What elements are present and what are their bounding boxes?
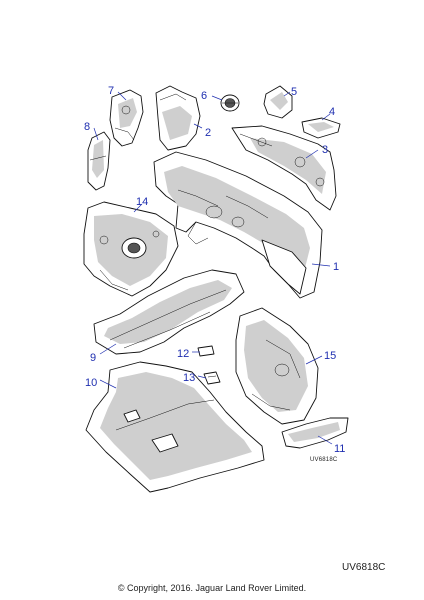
- diagram-reference-small: UV6818C: [310, 457, 338, 463]
- diagram-reference: UV6818C: [342, 562, 386, 573]
- callout-13: 13: [183, 372, 195, 384]
- part-7-bracket: [109, 89, 144, 147]
- callout-15: 15: [324, 350, 336, 362]
- part-1-dash-insulator: [153, 151, 323, 299]
- callout-14: 14: [136, 196, 148, 208]
- part-12-clip: [197, 345, 215, 357]
- part-13-clip: [203, 371, 221, 385]
- callout-10: 10: [85, 377, 97, 389]
- part-14-panel: [83, 201, 179, 297]
- callout-2: 2: [205, 127, 211, 139]
- part-15-block: [235, 307, 319, 425]
- part-6-grommet: [220, 94, 240, 112]
- callout-1: 1: [333, 261, 339, 273]
- callout-7: 7: [108, 85, 114, 97]
- part-5-cap: [263, 85, 293, 119]
- part-10-floor-carpet: [85, 361, 265, 493]
- part-2-pad: [155, 85, 201, 151]
- callout-3: 3: [322, 144, 328, 156]
- callout-4: 4: [329, 106, 335, 118]
- copyright-notice: © Copyright, 2016. Jaguar Land Rover Lim…: [117, 583, 307, 593]
- part-11-sill-pad: [281, 417, 349, 449]
- callout-leaders: [93, 91, 333, 445]
- callout-11: 11: [334, 443, 345, 455]
- part-8-duct: [87, 131, 111, 191]
- callout-labels: 1 2 3 4 5 6 7 8 9 10 11 12 13 14 15: [84, 85, 345, 455]
- part-3-silencer: [231, 125, 337, 211]
- part-9-carpet: [93, 269, 245, 355]
- part-4-pad: [301, 117, 341, 139]
- callout-12: 12: [177, 348, 189, 360]
- callout-5: 5: [291, 86, 297, 98]
- callout-9: 9: [90, 352, 96, 364]
- callout-8: 8: [84, 121, 90, 133]
- callout-6: 6: [201, 90, 207, 102]
